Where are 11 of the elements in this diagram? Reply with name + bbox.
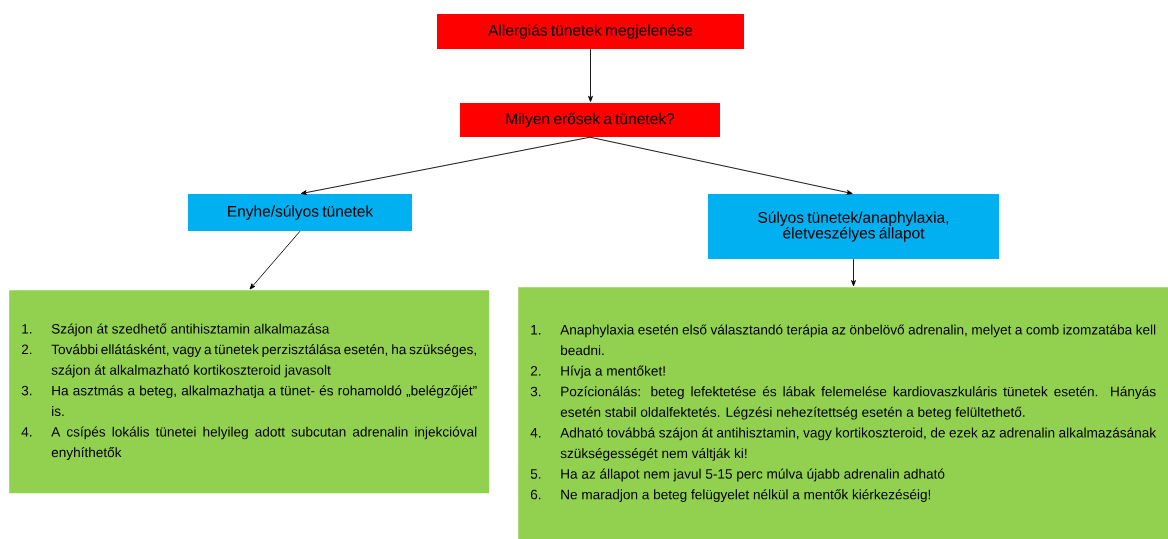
arrow [249,230,301,290]
instruction-box: 1. Szájon át szedhető antihisztamin alkalmazása 2. További ellátásként, vagy a tünetek perzisztálása esetén, ha szükséges, szájon át alkalmazható kortikoszteroid javasolt 3. Ha asztmás a beteg, alkalmazhatja a tünet- és rohamoldó „belégzőjét” is. 4. A csípés lokális tünetei helyileg adott subcutan adrenalin injekcióval enyhíthetők [9,290,490,494]
category-box: Súlyos tünetek/anaphylaxia, életveszélyes állapot [708,194,999,259]
arrow [851,258,856,287]
step-box: Allergiás tünetek megjelenése [437,14,744,49]
arrow [588,48,593,102]
category-box: Enyhe/súlyos tünetek [188,194,412,231]
question-box: Milyen erősek a tünetek? [460,103,720,137]
arrow [300,136,591,195]
arrow [589,136,853,195]
instruction-box: 1. Anaphylaxia esetén első választandó terápia az önbelövő adrenalin, melyet a comb izomzatába kell beadni. 2. Hívja a mentőket! 3. Pozícionálás: beteg lefektetése és lábak felemelése kardiovaszkuláris tünetek esetén. Hányás esetén stabil oldalfektetés. Légzési nehezítettség esetén a beteg felültethető. 4. Adható továbbá szájon át antihisztamin, vagy kortikoszteroid, de ezek az adrenalin alkalmazásának szükségességét nem váltják ki! 5. Ha az állapot nem javul 5-15 perc múlva újabb adrenalin adható 6. Ne maradjon a beteg felügyelet nélkül a mentők kiérkezéséig! [518,287,1168,539]
